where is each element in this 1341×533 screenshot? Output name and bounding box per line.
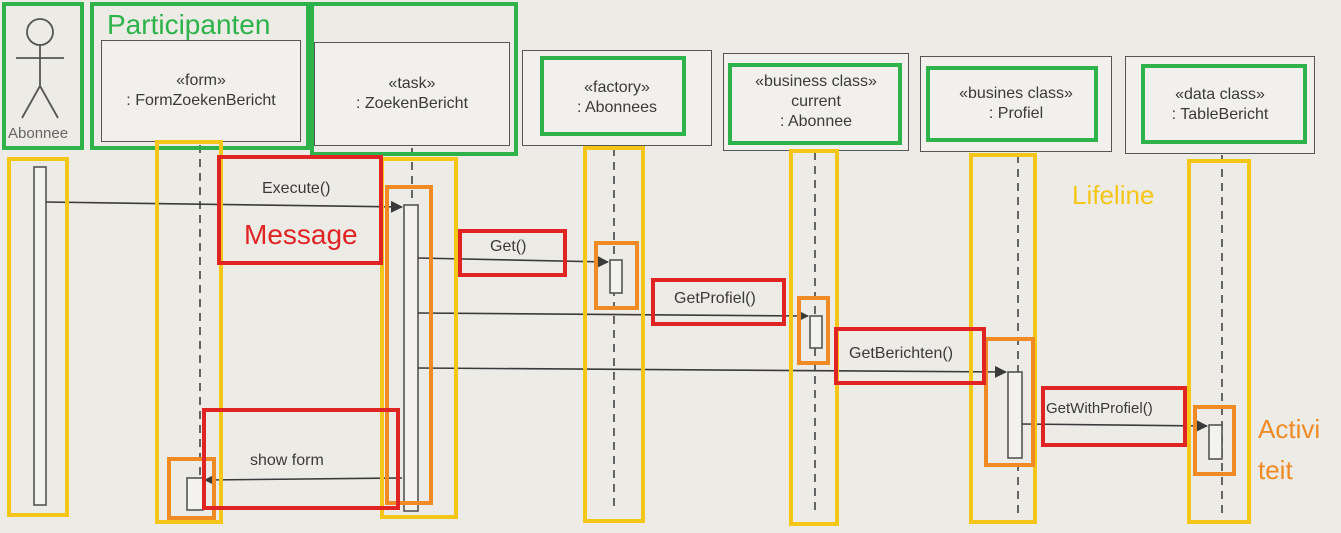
activation-highlight-task xyxy=(385,185,433,505)
message-label-getberichten: GetBerichten() xyxy=(849,345,954,362)
extra-current: current xyxy=(791,93,841,110)
actor-figure xyxy=(16,18,64,119)
arrow-getprofiel xyxy=(417,309,809,322)
message-label-showform: show form xyxy=(250,452,324,469)
activation-factory xyxy=(609,259,623,294)
highlight-form xyxy=(90,2,310,150)
activation-actor xyxy=(33,166,47,506)
arrow-get xyxy=(417,255,609,268)
activation-highlight-current xyxy=(797,296,830,365)
lifeline-highlight-factory xyxy=(583,146,645,523)
lifeline-highlight-table xyxy=(1187,159,1251,524)
lifeline-highlight-form xyxy=(155,140,223,524)
annotation-participanten: Participanten xyxy=(107,9,271,40)
stereotype-current: «business class» xyxy=(755,73,877,90)
lifeline-highlight-actor xyxy=(7,157,69,517)
name-current: : Abonnee xyxy=(779,113,853,130)
stereotype-form: «form» xyxy=(176,72,226,89)
actor-name: Abonnee xyxy=(8,125,69,142)
participant-factory: «factory» : Abonnees xyxy=(522,50,712,146)
message-label-get: Get() xyxy=(490,238,527,255)
name-form: : FormZoekenBericht xyxy=(126,92,276,109)
annotation-message: Message xyxy=(244,219,358,250)
annotation-lifeline: Lifeline xyxy=(1072,180,1155,210)
highlight-current xyxy=(728,63,902,145)
arrow-getwithprofiel xyxy=(1021,419,1208,432)
activation-task xyxy=(403,204,419,512)
message-label-execute: Execute() xyxy=(262,180,331,197)
message-label-getwithprofiel: GetWithProfiel() xyxy=(1046,400,1153,417)
highlight-actor xyxy=(2,2,84,150)
highlight-table xyxy=(1141,64,1307,144)
arrow-execute xyxy=(45,200,403,213)
activation-highlight-profiel xyxy=(984,337,1035,467)
activation-highlight-table xyxy=(1193,405,1236,476)
message-highlight-getwithprofiel xyxy=(1041,386,1187,447)
participant-task: «task» : ZoekenBericht xyxy=(314,42,510,146)
participant-current: «business class» current : Abonnee xyxy=(723,53,909,151)
name-table: : TableBericht xyxy=(1171,106,1269,123)
activation-table xyxy=(1208,424,1223,460)
stereotype-task: «task» xyxy=(388,75,436,92)
activation-highlight-factory xyxy=(594,241,639,310)
highlight-factory xyxy=(540,56,686,136)
participant-profiel: «busines class» : Profiel xyxy=(920,56,1112,152)
activation-profiel xyxy=(1007,371,1023,459)
activation-current xyxy=(809,315,823,349)
annotation-activiteit-line1: Activi xyxy=(1258,414,1321,444)
stereotype-factory: «factory» xyxy=(584,79,650,96)
lifeline-highlight-profiel xyxy=(969,153,1037,524)
name-profiel: : Profiel xyxy=(988,105,1044,122)
participant-table: «data class» : TableBericht xyxy=(1125,56,1315,154)
stereotype-profiel: «busines class» xyxy=(959,85,1073,102)
activation-highlight-form xyxy=(167,457,216,520)
highlight-task xyxy=(310,2,518,156)
message-label-getprofiel: GetProfiel() xyxy=(674,290,756,307)
message-highlight-getprofiel xyxy=(651,278,786,326)
arrow-showform xyxy=(204,473,403,486)
name-factory: : Abonnees xyxy=(576,99,658,116)
message-highlight-execute xyxy=(217,155,383,265)
message-highlight-getberichten xyxy=(834,327,986,385)
highlight-profiel xyxy=(926,66,1098,142)
message-highlight-get xyxy=(458,229,567,277)
message-highlight-showform xyxy=(202,408,400,510)
name-task: : ZoekenBericht xyxy=(355,95,469,112)
annotation-activiteit-line2: teit xyxy=(1258,455,1293,485)
lifeline-highlight-task xyxy=(380,157,458,519)
stereotype-table: «data class» xyxy=(1175,86,1265,103)
arrow-getberichten xyxy=(417,365,1007,378)
